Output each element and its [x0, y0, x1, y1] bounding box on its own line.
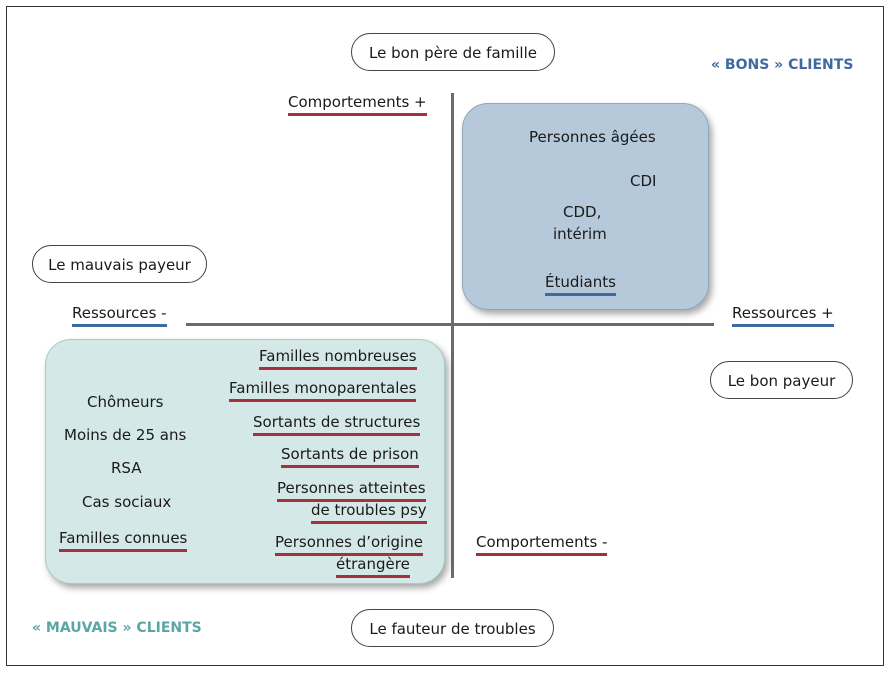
title-right-text: Le bon payeur — [727, 372, 836, 390]
resources-plus-label: Ressources + — [732, 304, 834, 327]
title-top-text: Le bon père de famille — [369, 44, 537, 62]
good-item-cdd: CDD, — [563, 203, 602, 221]
behavior-plus-label: Comportements + — [288, 93, 427, 116]
good-item-elderly: Personnes âgées — [529, 128, 656, 146]
bad-item-foreign-line1: Personnes d’origine — [275, 533, 423, 556]
title-top-pill: Le bon père de famille — [351, 33, 555, 71]
bad-item-single-parent: Familles monoparentales — [229, 379, 417, 402]
diagram-frame — [6, 6, 884, 666]
title-right-pill: Le bon payeur — [710, 361, 853, 399]
bad-item-large-families: Familles nombreuses — [259, 347, 417, 370]
title-left-pill: Le mauvais payeur — [32, 245, 207, 283]
horizontal-axis — [186, 323, 714, 326]
resources-minus-label: Ressources - — [72, 304, 167, 327]
bad-item-rsa: RSA — [111, 459, 142, 477]
bad-clients-label: « MAUVAIS » CLIENTS — [32, 620, 202, 636]
bad-item-known-families: Familles connues — [59, 529, 188, 552]
bad-item-foreign-line2: étrangère — [336, 555, 410, 578]
good-clients-box — [462, 103, 709, 310]
good-clients-label: « BONS » CLIENTS — [711, 57, 854, 73]
title-bottom-text: Le fauteur de troubles — [369, 620, 536, 638]
bad-item-psy-line1: Personnes atteintes — [277, 479, 426, 502]
bad-item-unemployed: Chômeurs — [87, 393, 164, 411]
bad-clients-box — [45, 339, 445, 584]
bad-item-psy-line2: de troubles psy — [311, 501, 427, 524]
good-item-cdi: CDI — [630, 172, 657, 190]
title-bottom-pill: Le fauteur de troubles — [351, 609, 554, 647]
vertical-axis — [451, 93, 454, 578]
good-item-interim: intérim — [553, 225, 607, 243]
behavior-minus-label: Comportements - — [476, 533, 608, 556]
bad-item-leaving-structures: Sortants de structures — [253, 413, 421, 436]
bad-item-under25: Moins de 25 ans — [64, 426, 187, 444]
good-item-students: Étudiants — [545, 273, 616, 296]
bad-item-leaving-prison: Sortants de prison — [281, 445, 419, 468]
bad-item-social-cases: Cas sociaux — [82, 493, 172, 511]
title-left-text: Le mauvais payeur — [48, 256, 191, 274]
